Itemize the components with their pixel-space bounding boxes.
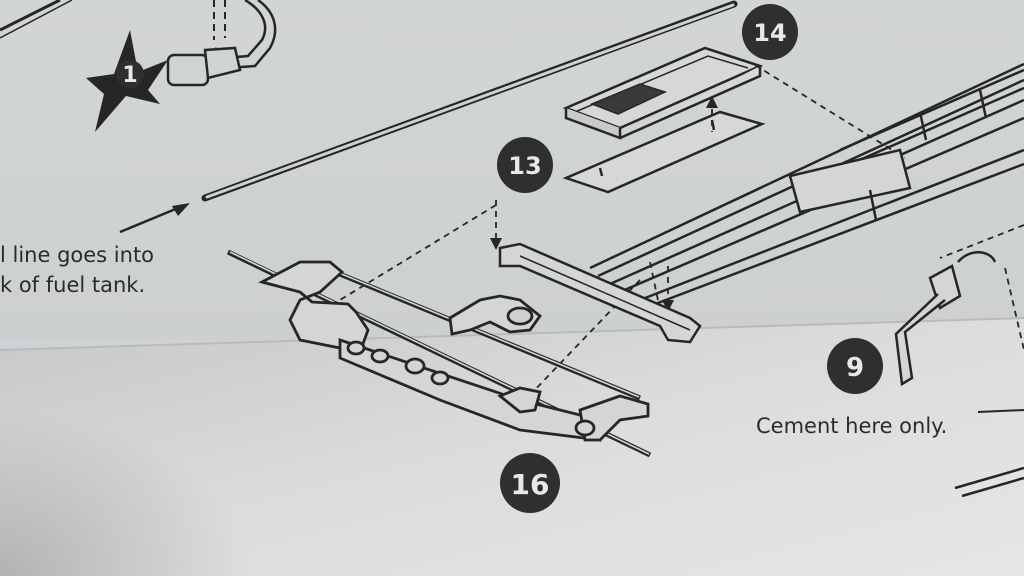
part-16-drawing: [226, 249, 652, 458]
arrow-head-13: [490, 238, 502, 250]
part-13-drawing: [562, 110, 766, 194]
cement-leader-line: [977, 409, 1024, 413]
callout-16-label: 16: [511, 468, 550, 501]
note-fuel-line-2: k of fuel tank.: [0, 273, 145, 297]
bottom-right-rods: [954, 466, 1024, 498]
fuel-line-rod: [201, 0, 738, 202]
part-1-drawing: [166, 0, 277, 87]
callout-14-label: 14: [753, 19, 786, 47]
fuel-line-arrow: [119, 203, 190, 234]
callout-16: 16: [500, 453, 560, 513]
part-14-drawing: [562, 46, 764, 140]
callout-13-label: 13: [508, 152, 541, 180]
cross-member: [498, 242, 702, 344]
fuel-line-top-inner: [0, 0, 73, 39]
callout-14: 14: [742, 4, 798, 60]
frame-rails: [589, 62, 1024, 308]
arrow-head-plate: [706, 96, 718, 108]
callout-13: 13: [497, 137, 553, 193]
callout-1-label: 1: [122, 63, 137, 88]
part-9-drawing: [894, 251, 997, 387]
fuel-line-top: [0, 0, 61, 32]
note-fuel-line-1: l line goes into: [0, 243, 154, 267]
callout-9-label: 9: [846, 353, 864, 383]
callout-1: 1: [116, 60, 144, 88]
arrow-head-13b: [662, 300, 674, 312]
callout-9: 9: [827, 338, 883, 394]
note-cement: Cement here only.: [756, 414, 947, 438]
